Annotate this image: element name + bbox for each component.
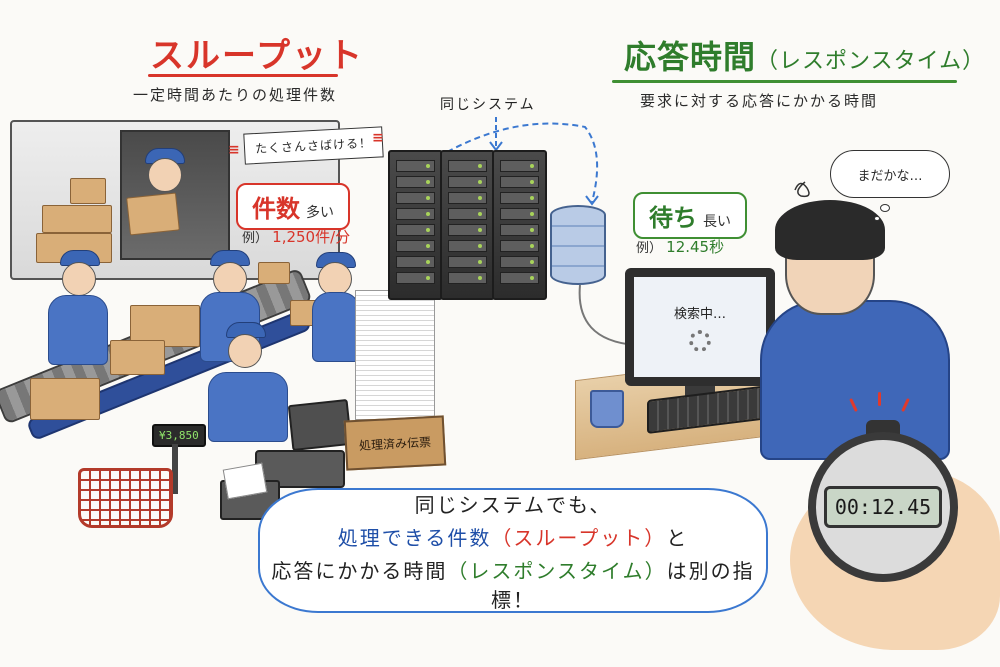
cardboard-box xyxy=(42,205,112,233)
worker-uniform xyxy=(48,295,108,365)
server-unit xyxy=(396,224,435,236)
server-unit xyxy=(500,160,539,172)
searching-text: 検索中… xyxy=(673,306,726,322)
display-pole xyxy=(172,444,178,494)
waiting-person-hoodie xyxy=(760,300,950,460)
cashier-worker xyxy=(228,334,262,368)
summary-conjunction: と xyxy=(666,525,689,550)
summary-response-term: （レスポンスタイム） xyxy=(447,558,667,583)
summary-conclusion: は別の指標！ xyxy=(491,558,755,612)
same-system-label: 同じシステム xyxy=(440,97,536,113)
summary-throughput-term: （スループット） xyxy=(491,525,667,550)
server-unit xyxy=(500,224,539,236)
carried-box xyxy=(126,192,180,236)
example-prefix: 例） xyxy=(242,231,269,246)
cardboard-box xyxy=(30,378,100,420)
cardboard-box xyxy=(70,178,106,204)
scanner-worker xyxy=(62,262,96,296)
thought-dot xyxy=(874,216,880,221)
emphasis-lines-icon: ≡ xyxy=(228,142,240,158)
response-time-subtitle: 要求に対する応答にかかる時間 xyxy=(640,92,879,110)
server-rack xyxy=(440,150,495,300)
computer-monitor: 検索中… xyxy=(625,268,775,386)
loading-spinner-icon xyxy=(689,329,711,352)
metric-sub-label: 長い xyxy=(703,214,731,230)
server-unit xyxy=(448,256,487,268)
shout-label: たくさんさばける！ xyxy=(243,126,384,165)
server-unit xyxy=(500,208,539,220)
truck-worker xyxy=(148,158,182,192)
processed-paper-stack xyxy=(355,290,435,420)
server-unit xyxy=(448,160,487,172)
server-unit xyxy=(500,192,539,204)
summary-line-3: 応答にかかる時間（レスポンスタイム）は別の指標！ xyxy=(260,555,766,613)
summary-line-2: 処理できる件数（スループット）と xyxy=(338,522,688,551)
summary-cloud: 同じシステムでも、 処理できる件数（スループット）と 応答にかかる時間（レスポン… xyxy=(258,488,768,613)
server-unit xyxy=(500,272,539,284)
cardboard-box xyxy=(110,340,165,375)
worker-uniform xyxy=(312,292,360,362)
thought-bubble: まだかな… xyxy=(830,150,950,198)
monitor-screen: 検索中… xyxy=(634,277,766,377)
server-unit xyxy=(448,272,487,284)
throughput-example: 例） 1,250件/分 xyxy=(242,226,350,247)
example-prefix: 例） xyxy=(636,241,663,256)
server-unit xyxy=(448,176,487,188)
metric-sub-label: 多い xyxy=(306,205,334,221)
throughput-metric-box: 件数 多い xyxy=(236,183,350,230)
shopping-basket xyxy=(78,468,173,528)
summary-line-1: 同じシステムでも、 xyxy=(414,492,612,517)
server-unit xyxy=(396,240,435,252)
server-unit xyxy=(448,224,487,236)
server-unit xyxy=(500,176,539,188)
alarm-ring-line xyxy=(878,392,881,406)
response-example: 例） 12.45秒 xyxy=(636,236,724,257)
emphasis-lines-icon: ≡ xyxy=(372,130,384,146)
thought-dot xyxy=(880,204,890,212)
response-time-title-paren: （レスポンスタイム） xyxy=(756,49,986,74)
throughput-subtitle: 一定時間あたりの処理件数 xyxy=(133,86,338,104)
server-unit xyxy=(396,192,435,204)
frustration-scribble-icon xyxy=(794,181,810,198)
server-unit xyxy=(396,272,435,284)
worker-uniform xyxy=(208,372,288,442)
processed-slips-box: 処理済み伝票 xyxy=(343,415,447,471)
cardboard-box xyxy=(258,262,290,284)
server-unit xyxy=(500,256,539,268)
summary-throughput-phrase: 処理できる件数 xyxy=(337,525,492,550)
network-cable xyxy=(578,285,636,346)
throughput-title: スループット xyxy=(150,36,364,76)
metric-main-label: 待ち xyxy=(649,204,697,232)
waiting-person-hair xyxy=(775,200,885,260)
summary-response-phrase: 応答にかかる時間 xyxy=(271,558,448,583)
server-unit xyxy=(448,240,487,252)
server-unit xyxy=(396,176,435,188)
server-unit xyxy=(396,160,435,172)
response-time-title: 応答時間（レスポンスタイム） xyxy=(624,32,985,78)
server-rack xyxy=(388,150,443,300)
register-price-display: ¥3,850 xyxy=(152,424,206,447)
stopwatch-icon: 00:12.45 xyxy=(808,432,958,582)
cart-worker xyxy=(318,262,352,296)
coffee-mug xyxy=(590,390,624,428)
server-unit xyxy=(500,240,539,252)
server-unit xyxy=(448,208,487,220)
throughput-title-underline xyxy=(148,74,338,77)
server-unit xyxy=(448,192,487,204)
sorting-worker xyxy=(213,262,247,296)
stopwatch-display: 00:12.45 xyxy=(823,486,943,528)
server-unit xyxy=(396,208,435,220)
database-icon xyxy=(550,205,606,285)
response-time-title-main: 応答時間 xyxy=(624,38,757,76)
example-value: 12.45秒 xyxy=(666,238,725,256)
example-value: 1,250件/分 xyxy=(272,228,351,246)
response-time-title-underline xyxy=(612,80,957,83)
response-metric-box: 待ち 長い xyxy=(633,192,747,239)
pos-monitor xyxy=(287,398,353,452)
server-rack xyxy=(492,150,547,300)
server-unit xyxy=(396,256,435,268)
metric-main-label: 件数 xyxy=(252,195,300,223)
